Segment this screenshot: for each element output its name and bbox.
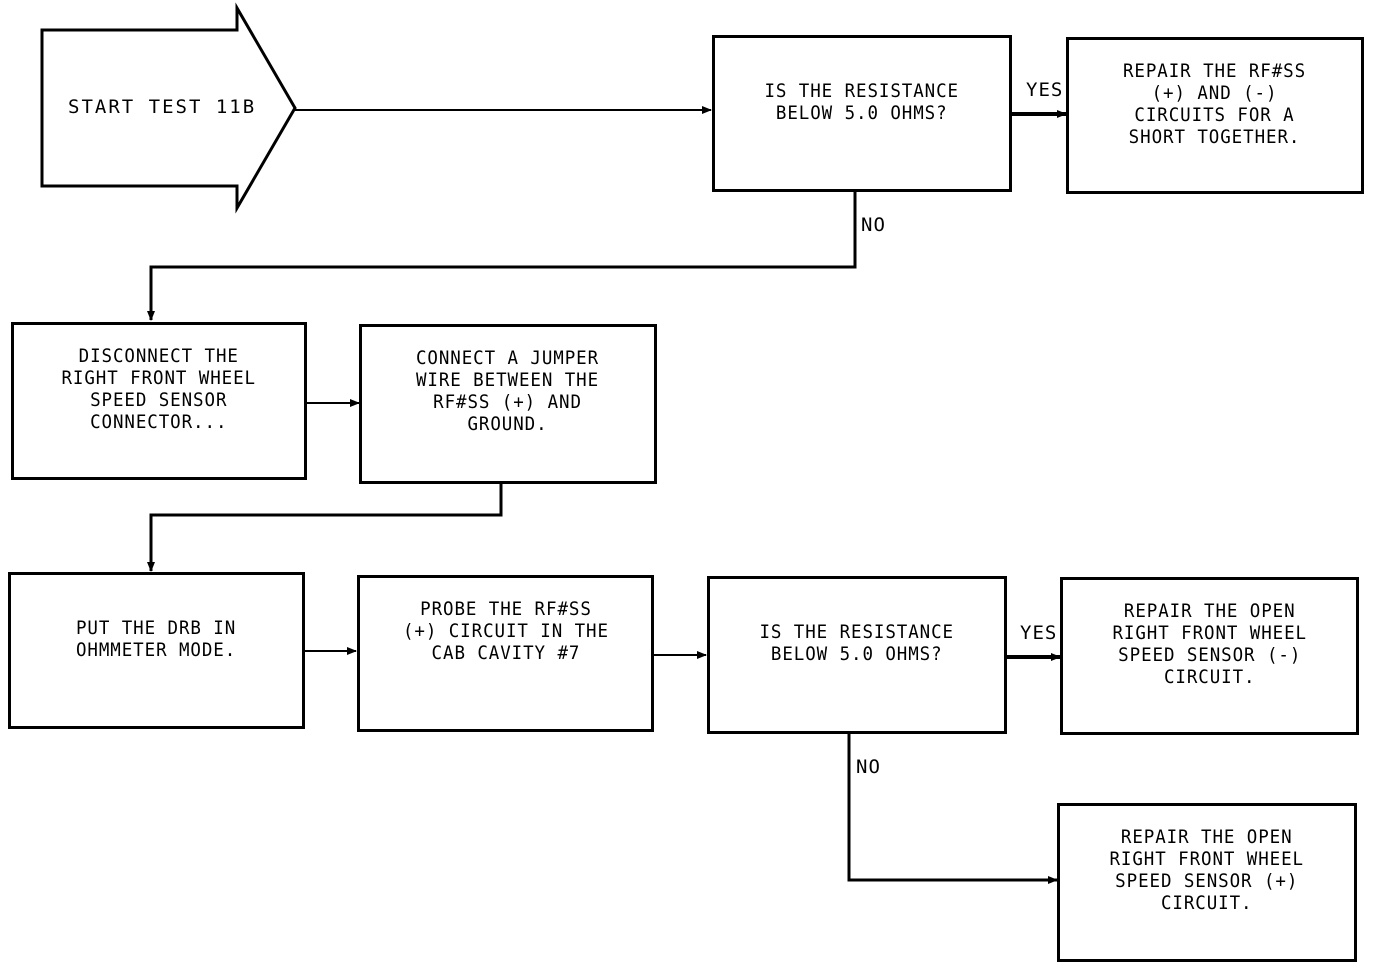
edge-label-q1-no: NO [861, 214, 886, 236]
step-connect-jumper-wire-text: CONNECT A JUMPER WIRE BETWEEN THE RF#SS … [416, 347, 600, 435]
step-probe-cab-cavity: PROBE THE RF#SS (+) CIRCUIT IN THE CAB C… [357, 575, 654, 732]
step-drb-ohmmeter-mode: PUT THE DRB IN OHMMETER MODE. [8, 572, 305, 729]
result-repair-open-plus: REPAIR THE OPEN RIGHT FRONT WHEEL SPEED … [1057, 803, 1357, 962]
result-repair-short-together-text: REPAIR THE RF#SS (+) AND (-) CIRCUITS FO… [1123, 60, 1307, 148]
edge-label-q1-yes: YES [1026, 79, 1064, 101]
result-repair-open-plus-text: REPAIR THE OPEN RIGHT FRONT WHEEL SPEED … [1109, 826, 1305, 914]
step-drb-ohmmeter-mode-text: PUT THE DRB IN OHMMETER MODE. [76, 617, 237, 661]
connector-q1-no [147, 190, 857, 321]
step-disconnect-sensor-connector: DISCONNECT THE RIGHT FRONT WHEEL SPEED S… [11, 322, 307, 480]
step-probe-cab-cavity-text: PROBE THE RF#SS (+) CIRCUIT IN THE CAB C… [402, 598, 609, 664]
start-arrow-shape [40, 2, 297, 214]
decision-resistance-check-1: IS THE RESISTANCE BELOW 5.0 OHMS? [712, 35, 1012, 192]
step-connect-jumper-wire: CONNECT A JUMPER WIRE BETWEEN THE RF#SS … [359, 324, 657, 484]
result-repair-open-minus-text: REPAIR THE OPEN RIGHT FRONT WHEEL SPEED … [1112, 600, 1307, 688]
decision-resistance-check-2: IS THE RESISTANCE BELOW 5.0 OHMS? [707, 576, 1007, 734]
step-disconnect-sensor-connector-text: DISCONNECT THE RIGHT FRONT WHEEL SPEED S… [61, 345, 257, 433]
decision-resistance-check-1-text: IS THE RESISTANCE BELOW 5.0 OHMS? [764, 80, 960, 124]
edge-label-q2-yes: YES [1020, 622, 1058, 644]
result-repair-short-together: REPAIR THE RF#SS (+) AND (-) CIRCUITS FO… [1066, 37, 1364, 194]
connector-s2-to-s3 [147, 483, 503, 572]
connector-q2-no [847, 733, 1058, 884]
result-repair-open-minus: REPAIR THE OPEN RIGHT FRONT WHEEL SPEED … [1060, 577, 1359, 735]
start-test-label: START TEST 11B [68, 96, 257, 118]
edge-label-q2-no: NO [856, 756, 881, 778]
decision-resistance-check-2-text: IS THE RESISTANCE BELOW 5.0 OHMS? [759, 621, 955, 665]
